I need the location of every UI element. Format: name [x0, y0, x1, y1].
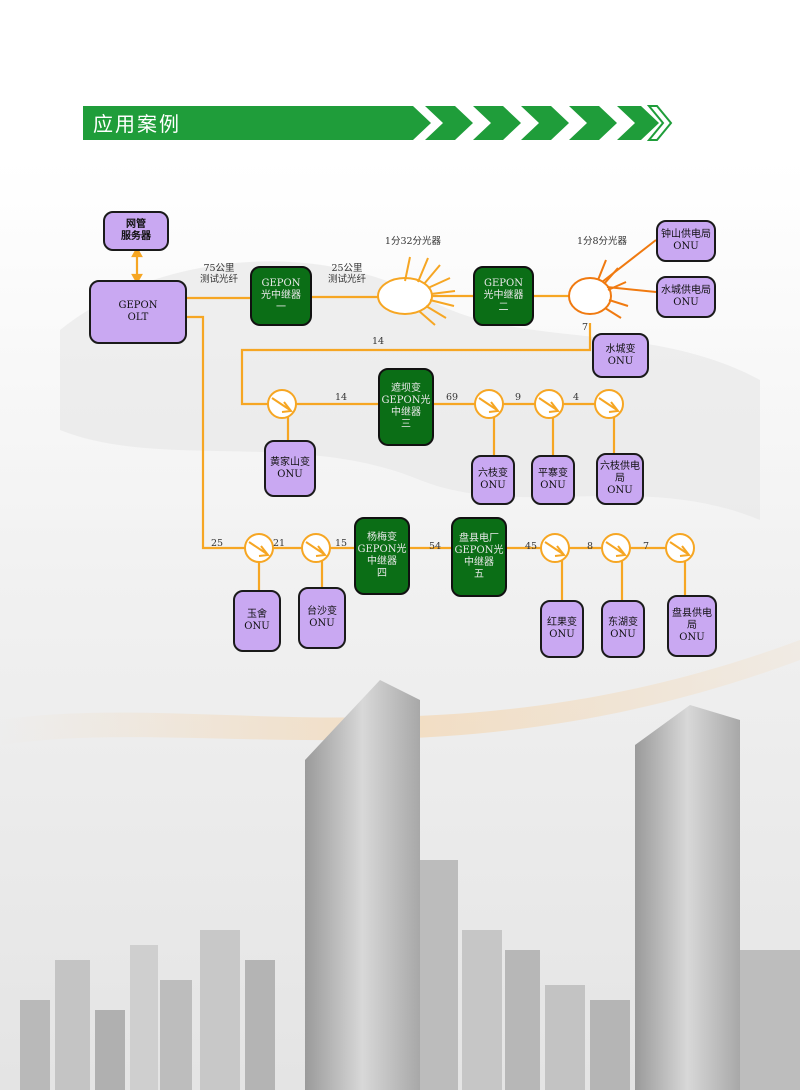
repeater-2-box: GEPON 光中继器 二	[473, 266, 534, 326]
small-splitters	[244, 389, 695, 563]
distance-label: 8	[586, 541, 594, 552]
onu-yushe-box: 玉舍 ONU	[233, 590, 281, 652]
onu-hongguo-box: 红果变 ONU	[540, 600, 584, 658]
distance-label: 14	[371, 336, 385, 347]
distance-label: 9	[514, 392, 522, 403]
distance-label: 4	[572, 392, 580, 403]
repeater-1-box: GEPON 光中继器 一	[250, 266, 312, 326]
header-chevrons	[395, 105, 673, 141]
splitter-1x8	[568, 239, 657, 319]
distance-label: 45	[524, 541, 538, 552]
header-band	[83, 106, 413, 140]
onu-panxian-bureau-box: 盘县供电 局 ONU	[667, 595, 717, 657]
fiber-75km-label: 75公里 测试光纤	[199, 263, 238, 285]
onu-liuzhi-bureau-box: 六枝供电 局 ONU	[596, 453, 644, 505]
repeater-3-box: 遮坝变 GEPON光 中继器 三	[378, 368, 434, 446]
onu-pingzhai-box: 平寨变 ONU	[531, 455, 575, 505]
nms-server-box: 网管 服务器	[103, 211, 169, 251]
fiber-25km-label: 25公里 测试光纤	[327, 263, 366, 285]
distance-label: 54	[428, 541, 442, 552]
distance-label: 69	[445, 392, 459, 403]
onu-liuzhi-box: 六枝变 ONU	[471, 455, 515, 505]
onu-huangjiashan-box: 黄家山变 ONU	[264, 440, 316, 497]
olt-box: GEPON OLT	[89, 280, 187, 344]
distance-label: 7	[642, 541, 650, 552]
splitter-1x32	[377, 256, 456, 326]
distance-label: 15	[334, 538, 348, 549]
onu-shuicheng-bureau-box: 水城供电局 ONU	[656, 276, 716, 318]
splitter-1x8-label: 1分8分光器	[576, 236, 628, 247]
repeater-5-box: 盘县电厂 GEPON光 中继器 五	[451, 517, 507, 597]
onu-zhongshan-box: 钟山供电局 ONU	[656, 220, 716, 262]
splitter-1x32-label: 1分32分光器	[384, 236, 442, 247]
onu-donghu-box: 东湖变 ONU	[601, 600, 645, 658]
repeater-4-box: 杨梅变 GEPON光 中继器 四	[354, 517, 410, 595]
distance-label: 21	[272, 538, 286, 549]
onu-shuicheng-box: 水城变 ONU	[592, 333, 649, 378]
page-title: 应用案例	[93, 112, 181, 136]
distance-label: 7	[581, 322, 589, 333]
onu-taisha-box: 台沙变 ONU	[298, 587, 346, 649]
distance-label: 14	[334, 392, 348, 403]
distance-label: 25	[210, 538, 224, 549]
buildings	[20, 680, 800, 1090]
